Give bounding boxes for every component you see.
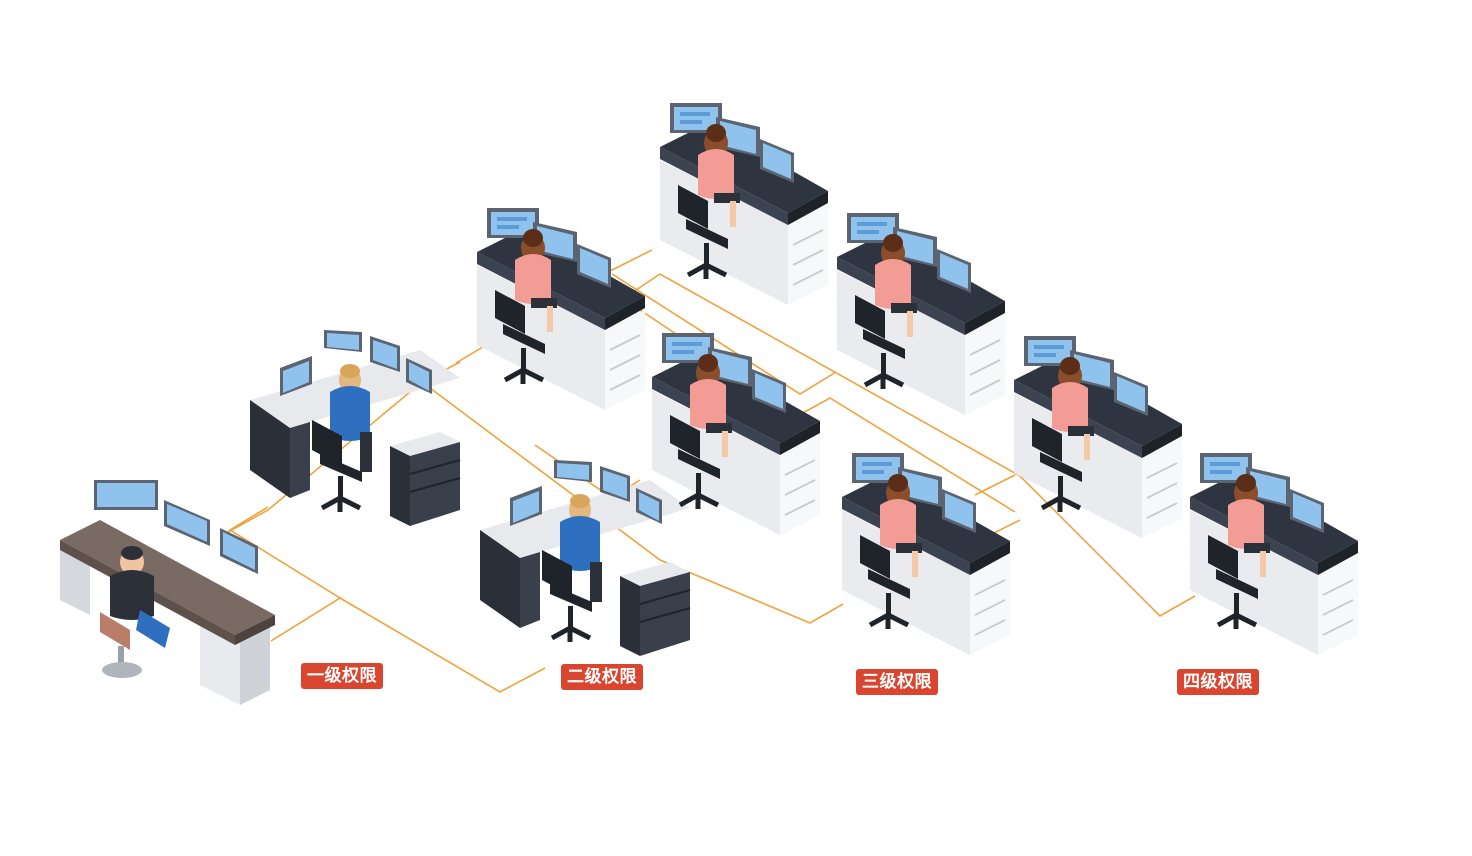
connector-level2-branch-b [421,381,844,624]
connector-level1-to-level2 [339,597,546,693]
workstation-level4-c [1014,336,1182,538]
workstation-level1 [60,480,275,705]
level1-permission-badge: 一级权限 [301,663,383,689]
workstation-level3-a [477,208,645,410]
workstation-level3-c [842,453,1010,655]
connector-level3-branch-c [611,273,837,395]
connector-level4-branch-c [974,474,1016,496]
workstation-level4-a [660,103,828,305]
workstation-level4-b [837,213,1005,415]
level4-permission-badge: 四级权限 [1177,669,1259,695]
workstation-level2-top [250,330,460,526]
level2-permission-badge: 二级权限 [561,664,643,690]
connector-level1 [228,506,342,642]
level3-permission-badge: 三级权限 [856,669,938,695]
workstation-level4-d [1190,453,1358,655]
